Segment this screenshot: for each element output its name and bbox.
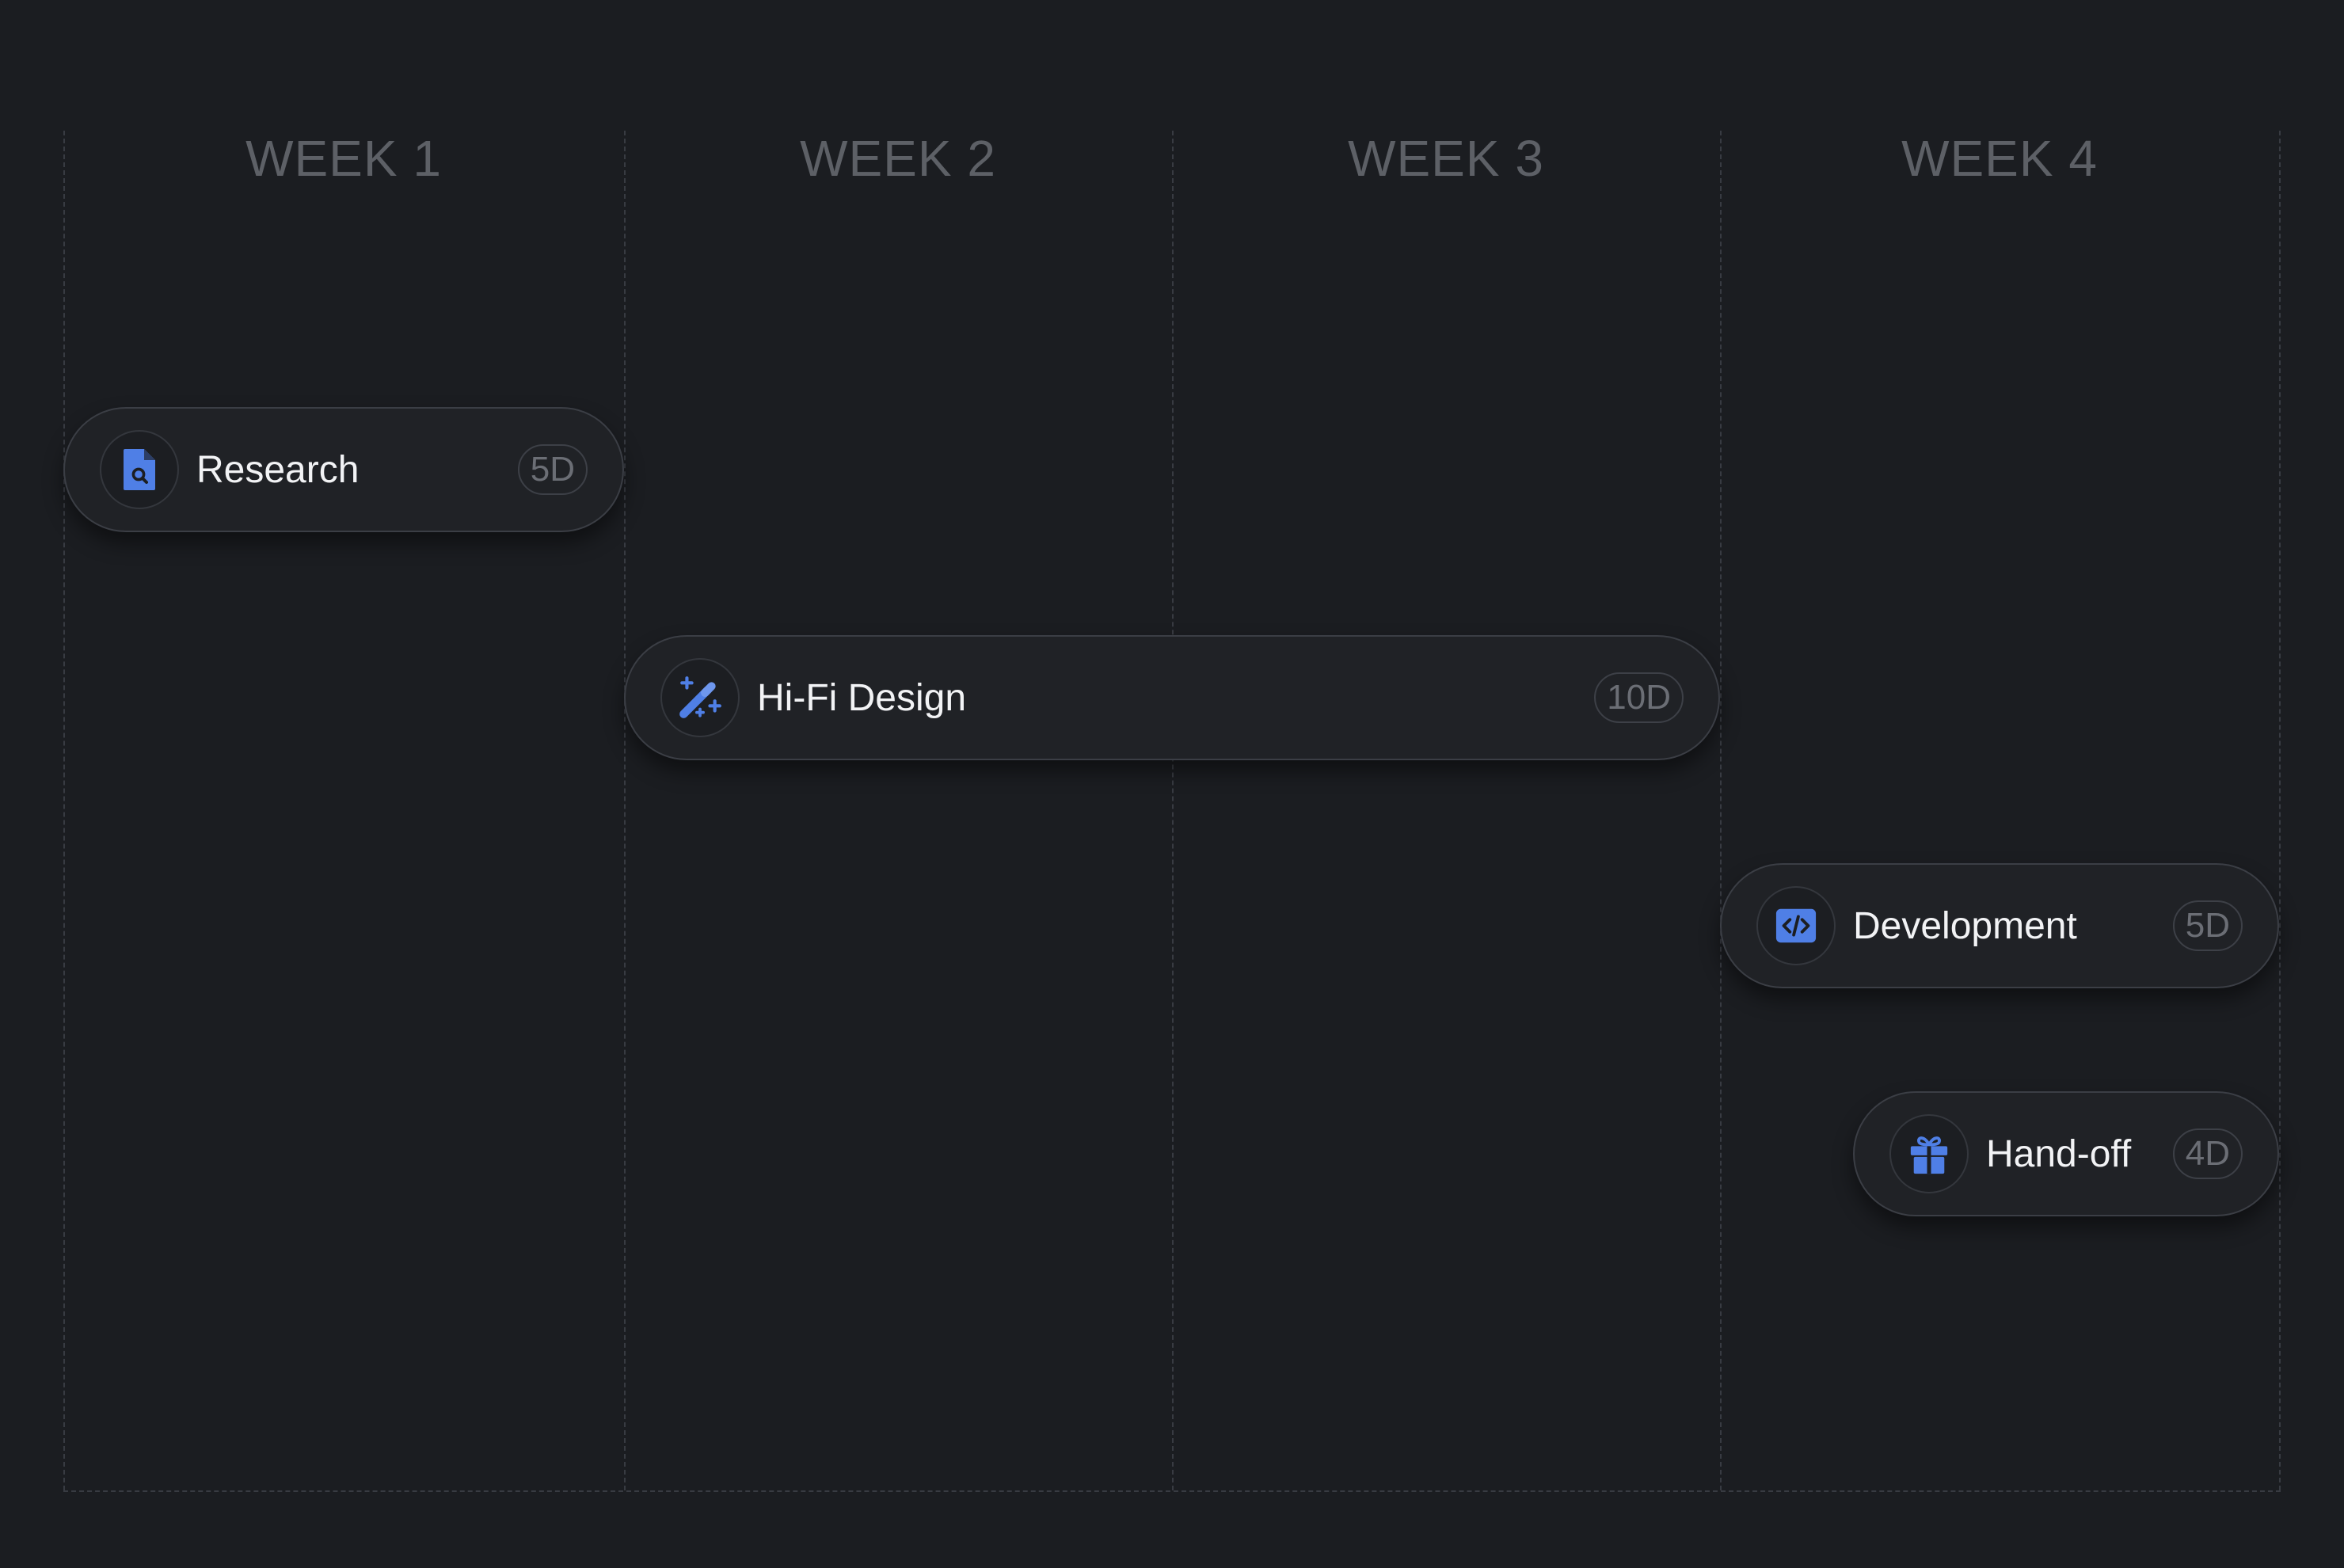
code-icon — [1775, 908, 1817, 943]
week-header-4: WEEK 4 — [1901, 130, 2098, 187]
grid-line — [624, 131, 626, 1490]
gift-icon — [1910, 1136, 1948, 1174]
task-icon-wrapper — [1889, 1114, 1969, 1193]
magic-wand-icon — [679, 676, 721, 718]
task-label: Development — [1853, 904, 2077, 947]
task-icon-wrapper — [1756, 886, 1836, 965]
task-icon-wrapper — [660, 658, 740, 737]
grid-line — [2279, 131, 2281, 1490]
week-header-3: WEEK 3 — [1348, 130, 1544, 187]
task-hand-off[interactable]: Hand-off 4D — [1853, 1091, 2279, 1216]
task-label: Hand-off — [1986, 1132, 2132, 1175]
task-hifi-design[interactable]: Hi-Fi Design 10D — [624, 635, 1720, 760]
document-search-icon — [124, 449, 155, 490]
duration-badge: 10D — [1594, 672, 1684, 723]
duration-badge: 5D — [517, 444, 588, 495]
grid-baseline — [63, 1490, 2281, 1492]
task-icon-wrapper — [100, 430, 179, 509]
task-label: Hi-Fi Design — [757, 676, 967, 719]
week-header-2: WEEK 2 — [800, 130, 996, 187]
week-header-1: WEEK 1 — [245, 130, 442, 187]
grid-line — [1172, 131, 1174, 1490]
grid-line — [1720, 131, 1722, 1490]
duration-badge: 4D — [2172, 1128, 2243, 1179]
task-development[interactable]: Development 5D — [1720, 863, 2279, 988]
task-label: Research — [196, 448, 360, 491]
grid-line — [63, 131, 65, 1490]
duration-badge: 5D — [2172, 900, 2243, 951]
task-research[interactable]: Research 5D — [63, 407, 624, 532]
